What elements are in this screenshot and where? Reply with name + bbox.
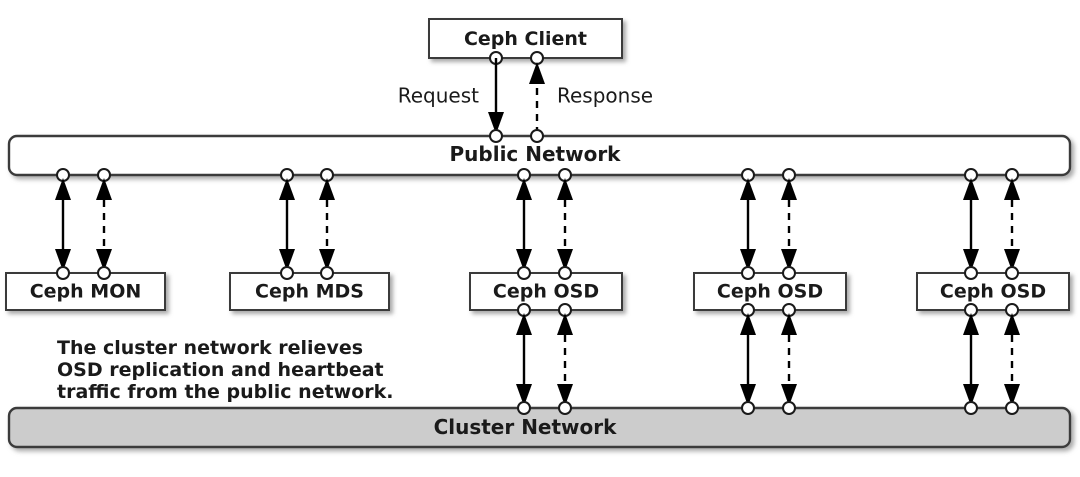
- link-osd2-to-cluster: [740, 313, 797, 406]
- ceph-mds-box[interactable]: [229, 272, 390, 311]
- ceph-mon-top-port-solid: [56, 266, 70, 280]
- link-public-to-mon: [55, 178, 112, 271]
- cluster-network-label: Cluster Network: [434, 415, 618, 439]
- link-osd3-to-cluster: [963, 313, 1020, 406]
- ceph-osd-3-top-port-dashed: [1005, 266, 1019, 280]
- public-network-label: Public Network: [450, 142, 622, 166]
- caption-line-2: OSD replication and heartbeat: [57, 359, 384, 381]
- link-public-to-osd2: [740, 178, 797, 271]
- cluster-network-top-port-osd1-solid: [517, 401, 531, 415]
- cluster-network-top-port-osd2-dashed: [782, 401, 796, 415]
- ceph-mds-label: Ceph MDS: [255, 281, 364, 303]
- ceph-mds-node[interactable]: Ceph MDS: [229, 266, 390, 311]
- link-public-to-mds: [279, 178, 335, 271]
- ceph-client-label: Ceph Client: [464, 28, 587, 50]
- ceph-osd-2-box[interactable]: [693, 272, 847, 311]
- public-network-bar[interactable]: Public Network: [7, 129, 1072, 182]
- response-label: Response: [557, 84, 653, 108]
- ceph-mon-node[interactable]: Ceph MON: [5, 266, 166, 311]
- ceph-osd-3-node[interactable]: Ceph OSD: [916, 266, 1070, 317]
- ceph-osd-2-top-port-dashed: [782, 266, 796, 280]
- ceph-mds-top-port-solid: [280, 266, 294, 280]
- ceph-client-node[interactable]: Ceph Client: [428, 18, 623, 65]
- ceph-osd-2-label: Ceph OSD: [717, 281, 823, 303]
- cluster-network-top-port-osd2-solid: [741, 401, 755, 415]
- client-request-link: [488, 58, 504, 134]
- ceph-mon-label: Ceph MON: [30, 281, 142, 303]
- cluster-network-bar[interactable]: Cluster Network: [7, 401, 1072, 449]
- ceph-osd-3-top-port-solid: [964, 266, 978, 280]
- ceph-mds-top-port-dashed: [320, 266, 334, 280]
- ceph-osd-2-node[interactable]: Ceph OSD: [693, 266, 847, 317]
- ceph-osd-1-node[interactable]: Ceph OSD: [469, 266, 623, 317]
- client-response-link: [529, 62, 545, 134]
- cluster-network-top-port-osd3-solid: [964, 401, 978, 415]
- ceph-osd-3-label: Ceph OSD: [940, 281, 1046, 303]
- cluster-network-top-port-osd3-dashed: [1005, 401, 1019, 415]
- ceph-osd-1-label: Ceph OSD: [493, 281, 599, 303]
- cluster-network-caption: The cluster network relieves OSD replica…: [57, 337, 394, 403]
- request-arrowhead-down: [488, 112, 504, 134]
- ceph-osd-1-top-port-solid: [517, 266, 531, 280]
- link-osd1-to-cluster: [516, 313, 573, 406]
- cluster-network-rect[interactable]: [7, 406, 1072, 449]
- ceph-client-box[interactable]: [428, 18, 623, 59]
- ceph-osd-1-box[interactable]: [469, 272, 623, 311]
- ceph-mon-top-port-dashed: [97, 266, 111, 280]
- ceph-osd-3-box[interactable]: [916, 272, 1070, 311]
- link-public-to-osd1: [516, 178, 573, 271]
- public-network-top-port-request: [489, 129, 503, 143]
- public-network-top-port-response: [530, 129, 544, 143]
- link-public-to-osd3: [963, 178, 1020, 271]
- cluster-network-top-port-osd1-dashed: [558, 401, 572, 415]
- ceph-osd-1-top-port-dashed: [558, 266, 572, 280]
- ceph-osd-2-top-port-solid: [741, 266, 755, 280]
- caption-line-1: The cluster network relieves: [57, 337, 363, 359]
- response-arrowhead-up: [529, 62, 545, 84]
- ceph-mon-box[interactable]: [5, 272, 166, 311]
- caption-line-3: traffic from the public network.: [57, 381, 394, 403]
- request-label: Request: [398, 84, 479, 108]
